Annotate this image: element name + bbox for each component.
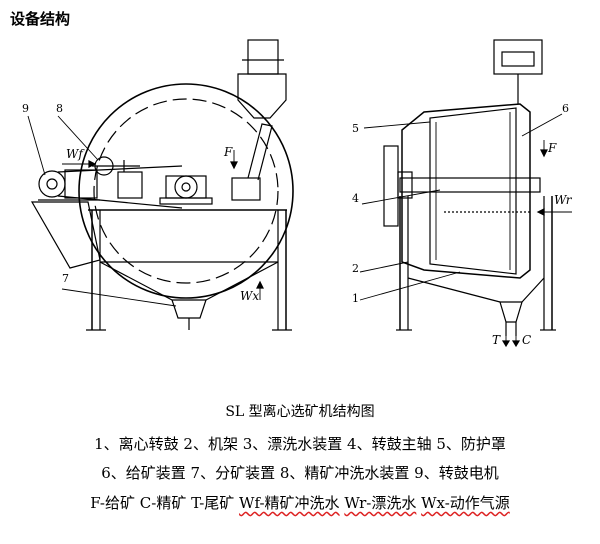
side-view: 5 6 4 2 1 F Wr T C <box>352 39 573 348</box>
flush-device-box <box>117 171 143 199</box>
motor-pulley-hub <box>46 178 58 190</box>
drum-hub <box>174 175 198 199</box>
side-hopper <box>407 277 545 303</box>
drum-section <box>429 107 517 275</box>
protective-cover <box>401 103 531 279</box>
wr-label: Wr <box>554 193 573 207</box>
callout-8-label: 8 <box>56 102 63 115</box>
drum-wall <box>435 112 511 270</box>
bearing-base <box>159 197 213 205</box>
wx-arrowhead <box>256 280 264 289</box>
wf-label: Wf <box>66 147 85 161</box>
callout-7-leader <box>61 288 177 307</box>
hopper-sides <box>99 261 279 301</box>
legend-line-3: F-给矿 C-精矿 T-尾矿 Wf-精矿冲洗水 Wr-漂洗水 Wx-动作气源 <box>0 492 600 513</box>
feed-hopper <box>237 73 287 119</box>
feed-label-right: F <box>547 141 557 155</box>
concentrate-arrowhead <box>511 340 521 348</box>
wf-arrowhead <box>88 160 97 168</box>
bearing-housing <box>165 175 207 199</box>
callout-9-leader <box>27 115 46 176</box>
callout-4-label: 4 <box>352 192 359 205</box>
side-platform <box>30 201 101 269</box>
legend-item: C-精矿 <box>139 494 187 512</box>
legend-item: Wx-动作气源 <box>421 494 510 512</box>
callout-2-leader <box>359 261 409 273</box>
callout-8-leader <box>57 115 99 161</box>
figure-caption-title: SL 型离心选矿机结构图 <box>225 404 375 420</box>
feed-arrowhead-right <box>540 149 548 158</box>
legend-item: Wr-漂洗水 <box>344 494 417 512</box>
legend-item: Wf-精矿冲洗水 <box>239 494 340 512</box>
front-view: 9 8 7 Wf F Wx <box>22 39 294 331</box>
distributor-box <box>171 299 207 319</box>
wr-arrowhead <box>536 208 545 216</box>
feed-arrowhead-left <box>230 161 238 170</box>
callout-7-label: 7 <box>62 272 69 285</box>
legend-line-2: 6、给矿装置 7、分矿装置 8、精矿冲洗水装置 9、转鼓电机 <box>101 464 499 482</box>
drum-hub-center <box>181 182 191 192</box>
drum-inner-dashed-circle <box>93 98 279 284</box>
callout-6-leader <box>521 113 563 137</box>
legend-line-1: 1、离心转鼓 2、机架 3、漂洗水装置 4、转鼓主轴 5、防护罩 <box>94 435 506 453</box>
side-feed-tank <box>493 39 543 75</box>
legend-item: T-尾矿 <box>191 494 235 512</box>
callout-5-leader <box>363 121 431 129</box>
tail-arrowhead <box>501 340 511 348</box>
legend-item: F-给矿 <box>90 494 136 512</box>
feed-pipe <box>247 123 273 181</box>
page-heading: 设备结构 <box>10 10 71 28</box>
callout-1-label: 1 <box>352 292 359 305</box>
wx-label: Wx <box>240 289 259 303</box>
callout-6-label: 6 <box>562 102 569 115</box>
feed-tank <box>247 39 279 75</box>
shaft-bearing <box>397 171 413 199</box>
callout-5-label: 5 <box>352 122 359 135</box>
callout-4-leader <box>361 189 441 205</box>
motor-pulley <box>38 170 66 198</box>
main-shaft <box>399 177 541 193</box>
drum-motor <box>64 169 98 199</box>
callout-2-label: 2 <box>352 262 359 275</box>
machine-structure-drawing: 9 8 7 Wf F Wx <box>22 39 573 348</box>
callout-1-leader <box>359 271 461 301</box>
tail-label: T <box>492 333 501 347</box>
callout-9-label: 9 <box>22 102 29 115</box>
feed-support <box>231 177 261 201</box>
shaft-pulley <box>383 145 399 227</box>
side-feed-tank-inner <box>501 51 535 67</box>
drum-outer-circle <box>78 83 294 299</box>
concentrate-label: C <box>522 333 531 347</box>
side-outlet <box>499 301 523 323</box>
drive-belt-top <box>57 165 183 173</box>
feed-label-left: F <box>223 145 233 159</box>
